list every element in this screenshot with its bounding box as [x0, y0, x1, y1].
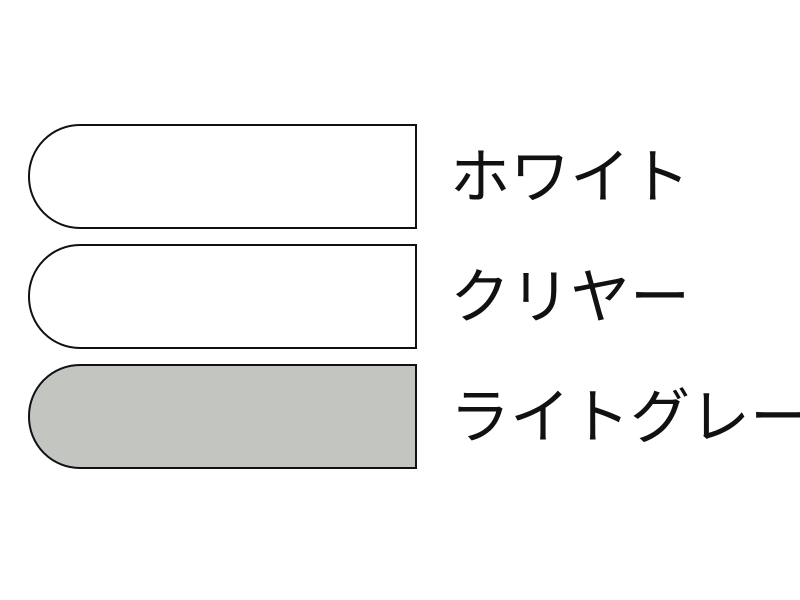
label-light-gray: ライトグレー	[450, 383, 800, 453]
swatch-light-gray	[28, 364, 417, 469]
swatch-clear	[28, 244, 417, 349]
swatch-white	[28, 124, 417, 229]
label-clear: クリヤー	[450, 263, 690, 333]
label-white: ホワイト	[450, 143, 690, 213]
